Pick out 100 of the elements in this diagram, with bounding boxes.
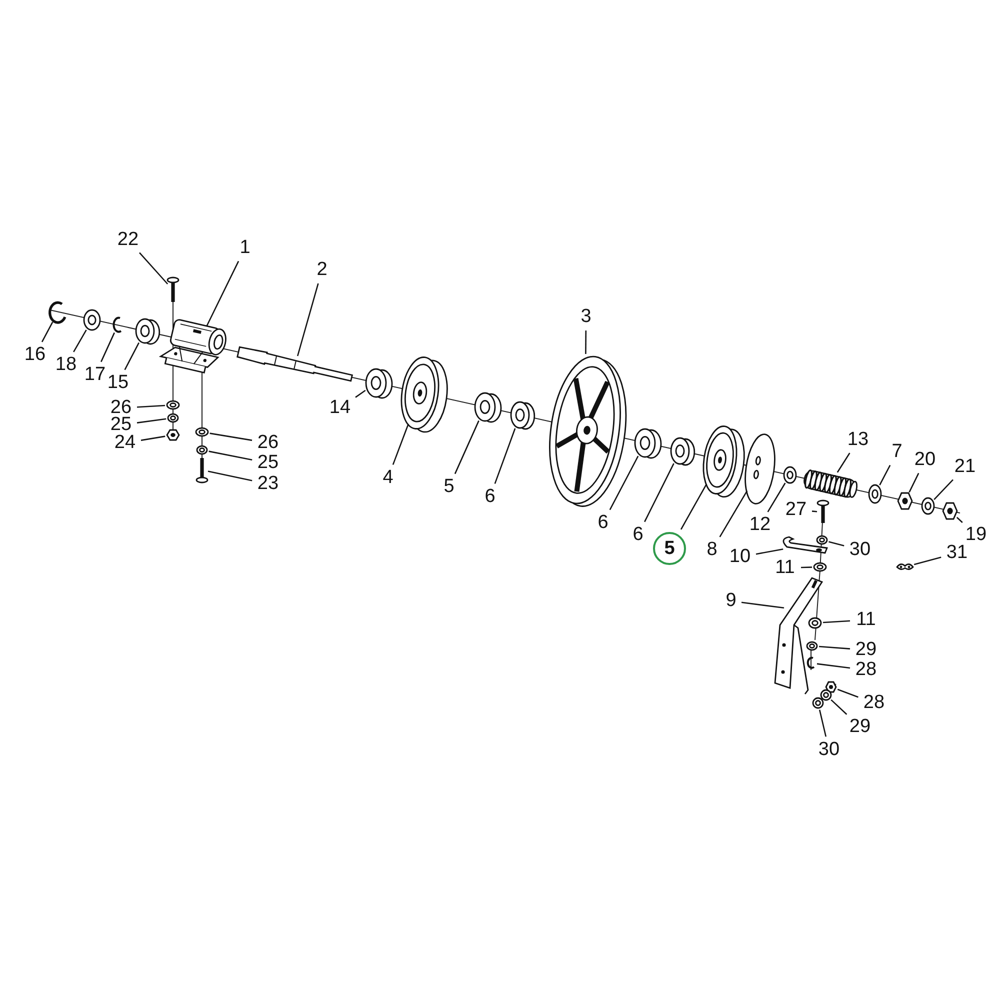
callout-number: 22 [115, 230, 141, 250]
callout-number: 3 [578, 306, 594, 328]
pulley-drawing [549, 356, 627, 507]
callout-number: 25 [255, 452, 281, 474]
leader-line [741, 602, 784, 609]
washer-drawing [196, 445, 208, 455]
callout-number: 6 [482, 486, 498, 508]
callout-number: 12 [747, 514, 773, 536]
callout-number: 18 [53, 354, 79, 376]
callout-number: 29 [847, 716, 873, 738]
callout-number: 24 [112, 432, 138, 454]
washer-drawing [816, 535, 828, 545]
bearing-drawing [474, 392, 502, 423]
leader-line [956, 516, 963, 523]
callout-number: 17 [82, 364, 108, 386]
leader-line [680, 484, 708, 530]
callout-number: 7 [890, 442, 904, 462]
callout-number: 29 [853, 640, 879, 660]
leader-line [828, 541, 844, 546]
callout-number: 5 [653, 532, 686, 565]
bearing-drawing [135, 318, 160, 345]
callout-number: 14 [327, 398, 353, 418]
leader-line [822, 620, 850, 624]
leader-line [206, 260, 240, 326]
leader-line [136, 404, 166, 408]
bearing-drawing [510, 401, 536, 430]
washer-drawing [195, 427, 209, 437]
leader-line [136, 418, 166, 424]
washer-drawing [813, 562, 827, 572]
callout-number: 1 [238, 238, 252, 258]
washer-drawing [166, 400, 180, 410]
nut-drawing [166, 429, 180, 441]
callout-number: 6 [596, 512, 610, 534]
washer-drawing [820, 689, 832, 701]
leader-line [392, 424, 409, 465]
spring-clip-drawing [112, 316, 122, 333]
bracket-drawing [774, 577, 824, 694]
callout-number: 10 [727, 546, 753, 568]
lever-drawing [782, 536, 828, 554]
leader-line [100, 332, 115, 362]
leader-line [816, 663, 850, 669]
callout-number: 21 [952, 456, 978, 478]
leader-line [914, 556, 942, 566]
leader-line [296, 283, 319, 356]
leader-line [208, 470, 252, 482]
callout-number: 5 [442, 476, 456, 498]
leader-line [908, 472, 920, 492]
washer-drawing [783, 466, 797, 484]
washer-drawing [812, 697, 824, 709]
leader-line [494, 428, 516, 484]
washer-drawing [808, 617, 822, 629]
disc-drawing [744, 434, 776, 504]
leader-line [756, 548, 784, 555]
spring-clip-drawing [806, 656, 814, 669]
callout-number: 30 [816, 740, 842, 760]
callout-number: 20 [912, 450, 938, 470]
leader-line [140, 436, 166, 441]
callout-number: 25 [108, 414, 134, 436]
leader-line [812, 510, 818, 512]
washer-drawing [806, 641, 818, 651]
washer-drawing [83, 309, 101, 331]
callout-number: 28 [853, 660, 879, 680]
pulley-drawing [400, 356, 448, 433]
callout-number: 11 [772, 558, 798, 578]
callout-number: 9 [724, 590, 738, 612]
leader-line [41, 322, 54, 342]
leader-line [208, 450, 252, 461]
leader-line [818, 646, 850, 650]
leader-line [210, 432, 252, 441]
leader-line [139, 252, 168, 284]
nut-drawing [897, 492, 913, 510]
circlip-drawing [48, 301, 66, 324]
callout-number: 31 [944, 542, 970, 564]
leader-line [830, 699, 848, 715]
leader-line [355, 390, 366, 398]
nut-drawing [942, 502, 958, 520]
callout-number: 15 [105, 372, 131, 394]
leader-line [767, 482, 786, 512]
callout-number: 2 [314, 260, 330, 280]
bearing-drawing [670, 437, 696, 466]
bearing-drawing [634, 428, 662, 459]
callout-number: 8 [704, 540, 720, 560]
leader-line [837, 688, 858, 698]
leader-line [818, 710, 827, 737]
callout-number: 16 [22, 344, 48, 366]
leader-line [124, 342, 140, 370]
washer-drawing [868, 484, 882, 504]
callout-number: 19 [963, 524, 989, 546]
callout-number: 11 [853, 610, 879, 630]
leader-line [934, 479, 954, 500]
callout-number: 23 [255, 474, 281, 494]
bearing-housing-drawing [158, 318, 226, 374]
bolt-drawing [196, 458, 208, 484]
callout-number: 28 [861, 692, 887, 714]
pin-drawing [896, 564, 914, 570]
callout-number: 26 [255, 432, 281, 454]
washer-drawing [167, 413, 179, 423]
leader-line [836, 452, 850, 473]
leader-line [585, 330, 587, 354]
callout-number: 6 [630, 524, 646, 546]
